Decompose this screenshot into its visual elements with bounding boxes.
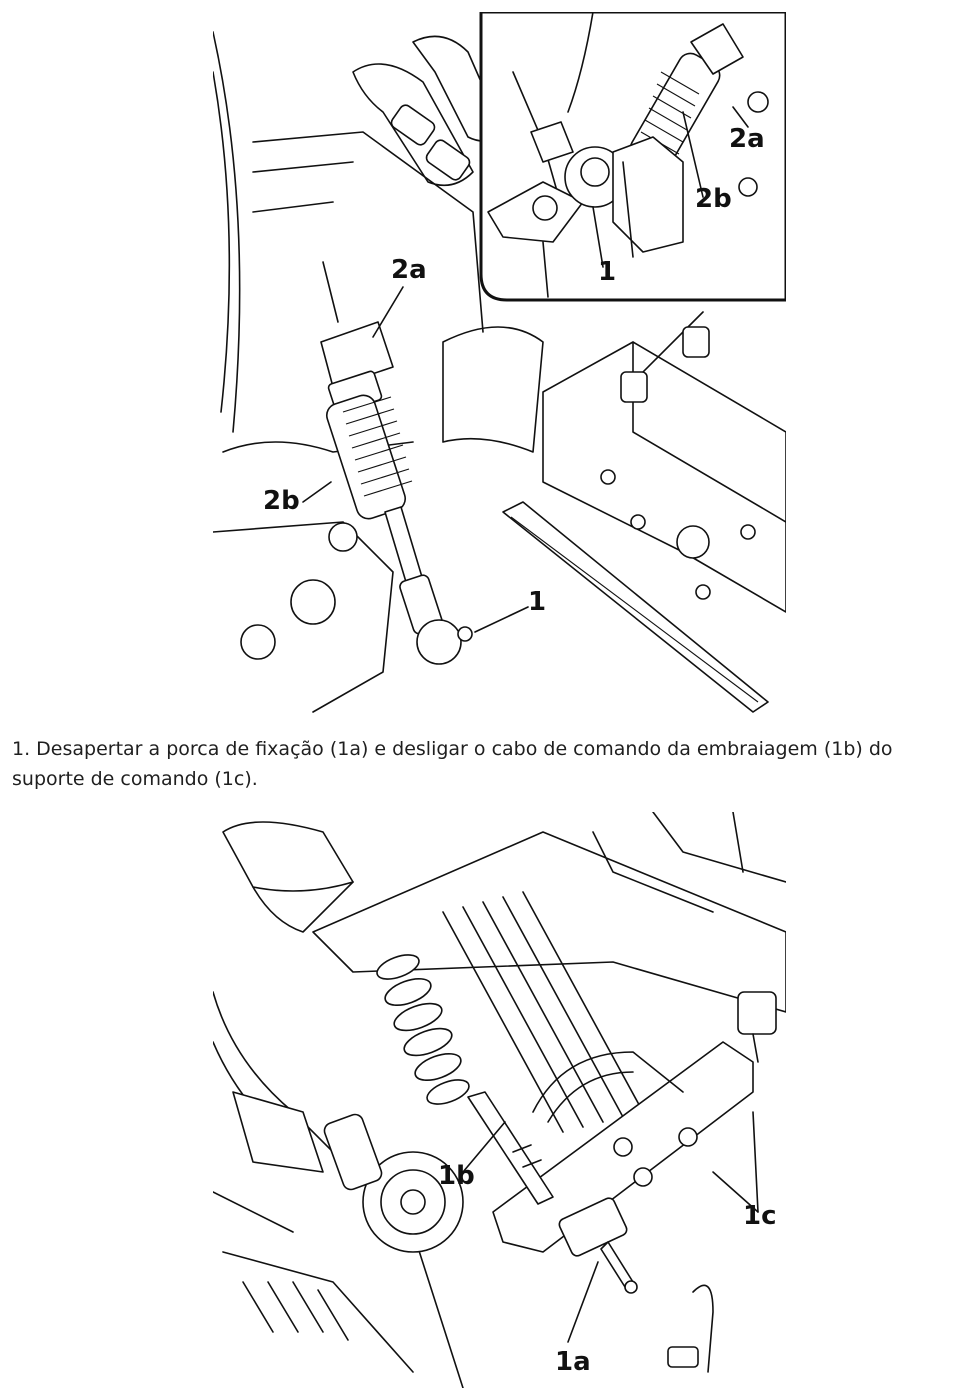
callout-1a: 1a bbox=[555, 1347, 591, 1377]
leader-2b bbox=[302, 481, 332, 503]
instruction-caption: 1. Desapertar a porca de fixação (1a) e … bbox=[12, 738, 893, 790]
callout-1: 1 bbox=[528, 587, 546, 617]
leader-1b bbox=[462, 1121, 506, 1173]
clutch-cable-1b bbox=[376, 954, 638, 1294]
callout-1b: 1b bbox=[438, 1161, 475, 1191]
gearbox-housing bbox=[542, 341, 786, 613]
technical-drawing-2: 1b 1c 1a bbox=[213, 812, 786, 1388]
ribbed-housing bbox=[442, 891, 644, 1133]
housing bbox=[312, 831, 786, 1013]
leader-1c-a bbox=[712, 1171, 759, 1213]
detail-inset: 2a 2b 1 bbox=[479, 12, 786, 302]
figure-clutch-cable-detail: 1b 1c 1a bbox=[213, 812, 786, 1388]
callout-2b: 2b bbox=[263, 486, 300, 516]
technical-drawing-1: 2a 2b 1 2a 2b bbox=[213, 12, 786, 713]
leader-1c-b bbox=[752, 1111, 759, 1213]
callout-1c: 1c bbox=[743, 1201, 777, 1231]
inset-callout-1: 1 bbox=[598, 257, 616, 287]
figure-clutch-cable-overview: 2a 2b 1 2a 2b bbox=[213, 12, 786, 729]
leader-1 bbox=[474, 606, 529, 633]
cylinder bbox=[222, 821, 354, 892]
control-bracket bbox=[492, 991, 777, 1253]
wheel-outline bbox=[213, 31, 241, 433]
callout-2a: 2a bbox=[391, 255, 427, 285]
leader-1a bbox=[567, 1261, 599, 1343]
clutch-cable bbox=[320, 261, 473, 665]
leader-2a bbox=[372, 286, 404, 338]
inset-callout-2a: 2a bbox=[729, 124, 765, 154]
inset-callout-2b: 2b bbox=[695, 184, 732, 214]
pulley-assembly bbox=[213, 991, 464, 1388]
